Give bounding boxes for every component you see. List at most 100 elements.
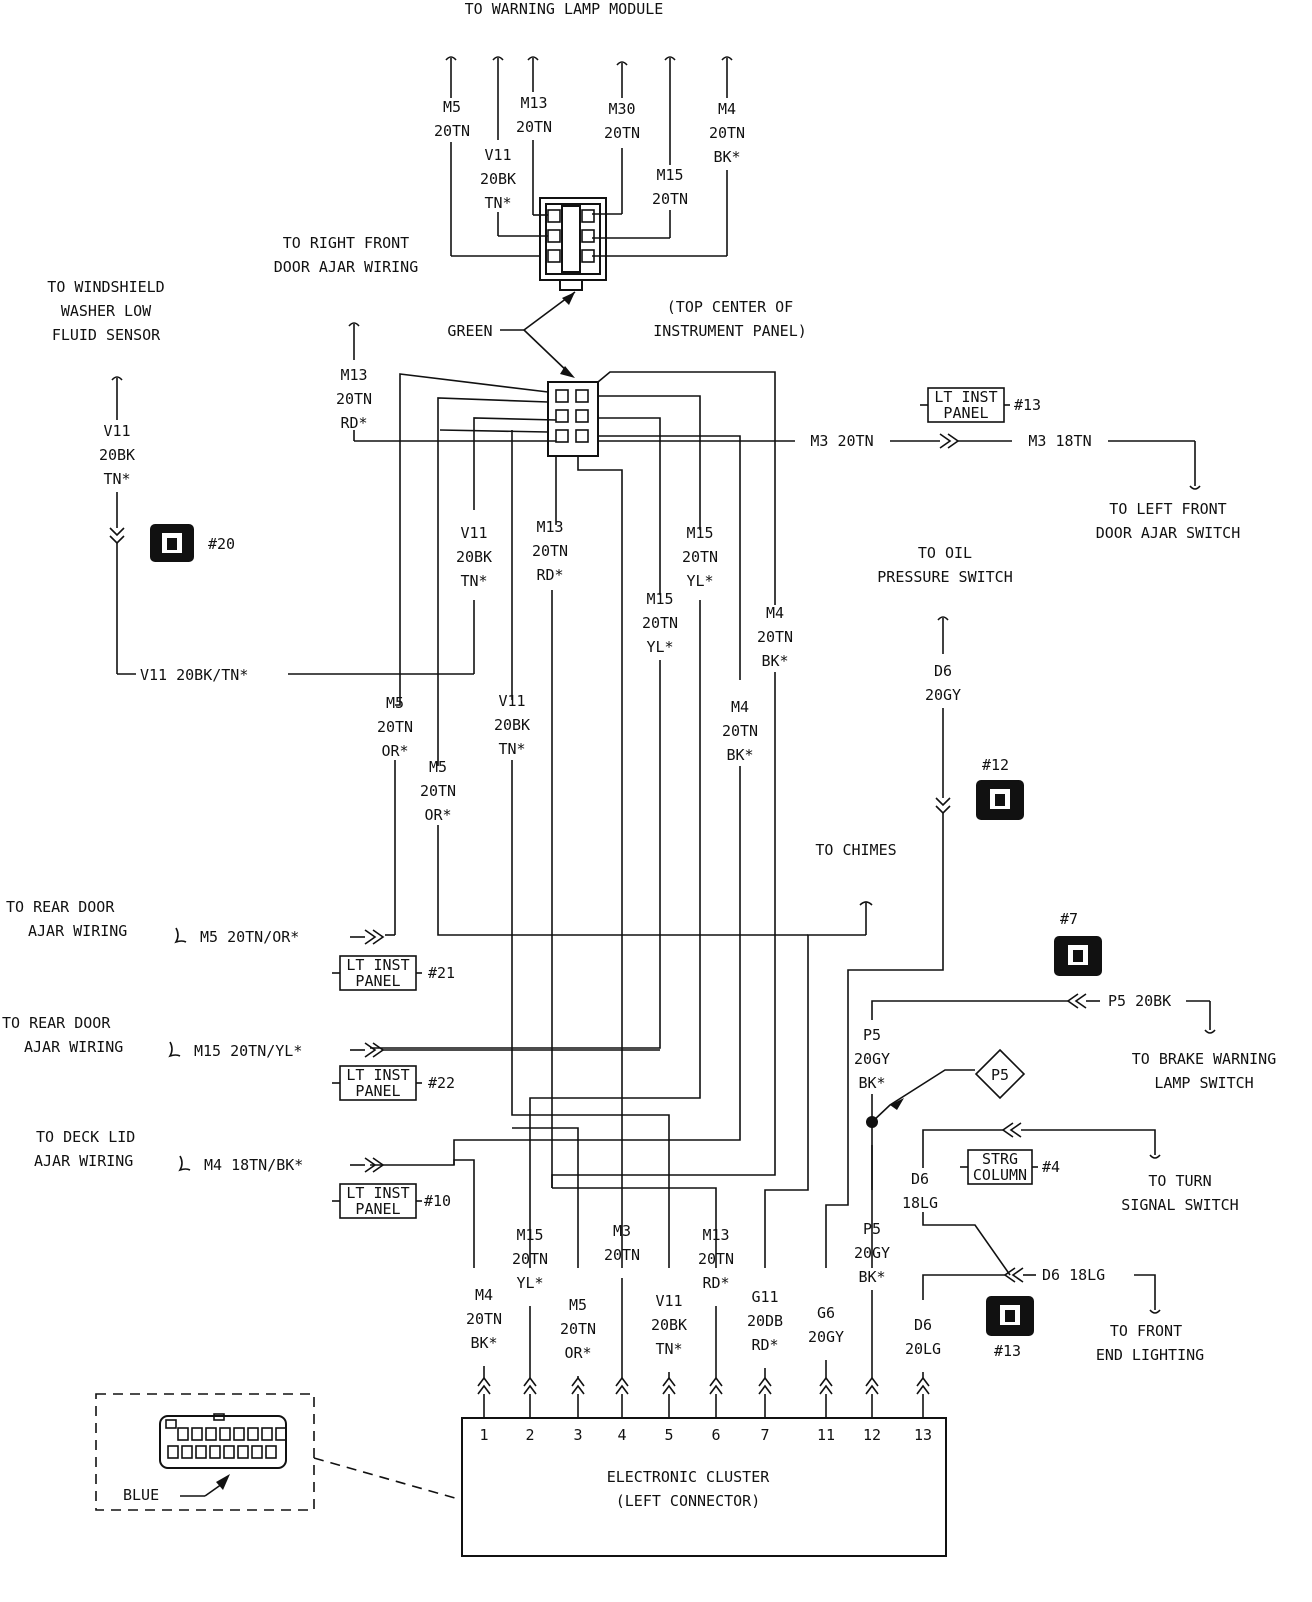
connector-cavity — [191, 1427, 203, 1441]
wire-label: M5 — [429, 758, 447, 776]
panel-label: LT INST — [346, 1184, 409, 1202]
wire-label: 20BK — [494, 716, 530, 734]
wire-label: D6 — [934, 662, 952, 680]
wire-label: D6 — [911, 1170, 929, 1188]
wire-label: TN* — [498, 740, 525, 758]
wire-label: M4 — [718, 100, 736, 118]
lt-inst-panel-22: LT INST PANEL — [332, 1065, 422, 1101]
connector-cavity — [247, 1427, 259, 1441]
wire-label: 20TN — [377, 718, 413, 736]
wire-label: BK* — [726, 746, 753, 764]
wire-label: TN* — [103, 470, 130, 488]
pin-connector-chevron — [662, 1376, 676, 1395]
callout-text: FLUID SENSOR — [52, 326, 161, 344]
pin-wire-label: M13 — [702, 1226, 729, 1244]
lower-wires — [370, 600, 813, 1268]
wire-label: M5 20TN/OR* — [200, 928, 299, 946]
panel-label: COLUMN — [973, 1166, 1027, 1184]
pin-wire-label: 20DB — [747, 1312, 783, 1330]
wire-label: BK* — [858, 1268, 885, 1286]
top-connector — [539, 197, 607, 291]
pin-connector-chevron — [523, 1376, 537, 1395]
pin-connector-chevron — [615, 1376, 629, 1395]
center-wires — [348, 322, 1201, 1268]
cluster-title: ELECTRONIC CLUSTER — [607, 1468, 771, 1486]
callout-text: TO REAR DOOR — [6, 898, 115, 916]
pin-wire-label: 20BK — [651, 1316, 687, 1334]
connector-ref: #7 — [1060, 910, 1078, 928]
callout-text: TO REAR DOOR — [2, 1014, 111, 1032]
center-connector — [547, 381, 599, 457]
connector-cavity — [237, 1445, 249, 1459]
connector-cavity — [265, 1445, 277, 1459]
wire-label: 20BK — [456, 548, 492, 566]
callout-text: TO CHIMES — [815, 841, 896, 859]
pin-wire-label: 20LG — [905, 1340, 941, 1358]
lt-inst-panel-13: LT INST PANEL — [920, 387, 1010, 423]
callout-text: PRESSURE SWITCH — [877, 568, 1012, 586]
warning-lamp-module-title: TO WARNING LAMP MODULE — [465, 0, 664, 18]
pin-wire-label: 20TN — [604, 1246, 640, 1264]
pin-wire-label: YL* — [516, 1274, 543, 1292]
pin-wire-label: TN* — [655, 1340, 682, 1358]
panel-label: LT INST — [346, 1066, 409, 1084]
wire-label: M13 — [536, 518, 563, 536]
wire-label: 20TN — [434, 122, 470, 140]
pin-wire-label: G11 — [751, 1288, 778, 1306]
wire-label: M13 — [520, 94, 547, 112]
blue-label: BLUE — [123, 1486, 159, 1504]
wire-label: M3 20TN — [810, 432, 873, 450]
wire-label: M4 18TN/BK* — [204, 1156, 303, 1174]
blue-connector-inset: BLUE — [95, 1393, 463, 1511]
wire-label: YL* — [686, 572, 713, 590]
wire-label: 20TN — [532, 542, 568, 560]
wire-label: YL* — [646, 638, 673, 656]
wire-label: M15 — [686, 524, 713, 542]
pin-wire-label: 20GY — [808, 1328, 844, 1346]
wire-label: 20GY — [854, 1244, 890, 1262]
wire-label: V11 — [498, 692, 525, 710]
pin-wire-label: OR* — [564, 1344, 591, 1362]
panel-label: LT INST — [346, 956, 409, 974]
callout-text: INSTRUMENT PANEL) — [653, 322, 807, 340]
cluster-pin-number: 11 — [817, 1426, 835, 1444]
pin-wire-label: G6 — [817, 1304, 835, 1322]
callout-text: SIGNAL SWITCH — [1121, 1196, 1238, 1214]
wire-label: 20TN — [682, 548, 718, 566]
wire-label: M13 — [340, 366, 367, 384]
pin-connector-chevron — [571, 1376, 585, 1395]
panel-label: PANEL — [355, 972, 400, 990]
callout-text: WASHER LOW — [61, 302, 152, 320]
connector-cavity — [233, 1427, 245, 1441]
callout-text: DOOR AJAR WIRING — [274, 258, 419, 276]
panel-label: PANEL — [355, 1200, 400, 1218]
wire-label: 20TN — [336, 390, 372, 408]
cluster-pin-number: 6 — [711, 1426, 720, 1444]
panel-label: PANEL — [943, 404, 988, 422]
connector-icon-12 — [976, 780, 1024, 820]
pin-wire-label: D6 — [914, 1316, 932, 1334]
connector-cavity — [181, 1445, 193, 1459]
connector-cavity — [209, 1445, 221, 1459]
wire-label: 20BK — [480, 170, 516, 188]
cluster-pin-number: 7 — [760, 1426, 769, 1444]
cluster-pin-number: 13 — [914, 1426, 932, 1444]
wire-label: V11 20BK/TN* — [140, 666, 248, 684]
wire-label: V11 — [460, 524, 487, 542]
callout-text: TO OIL — [918, 544, 972, 562]
callout-text: TO TURN — [1148, 1172, 1211, 1190]
wire-label: OR* — [424, 806, 451, 824]
wire-label: BK* — [858, 1074, 885, 1092]
connector-icon-20 — [150, 524, 194, 562]
wire-label: BK* — [761, 652, 788, 670]
connector-ref: #13 — [994, 1342, 1021, 1360]
pin-wire-label: 20TN — [466, 1310, 502, 1328]
wire-label: 20TN — [516, 118, 552, 136]
lt-inst-panel-21: LT INST PANEL — [332, 955, 422, 991]
wire-label: V11 — [103, 422, 130, 440]
wire-label: M5 — [386, 694, 404, 712]
green-label: GREEN — [447, 322, 492, 340]
connector-cavity — [167, 1445, 179, 1459]
wire-label: 20TN — [757, 628, 793, 646]
callout-text: (TOP CENTER OF — [667, 298, 793, 316]
